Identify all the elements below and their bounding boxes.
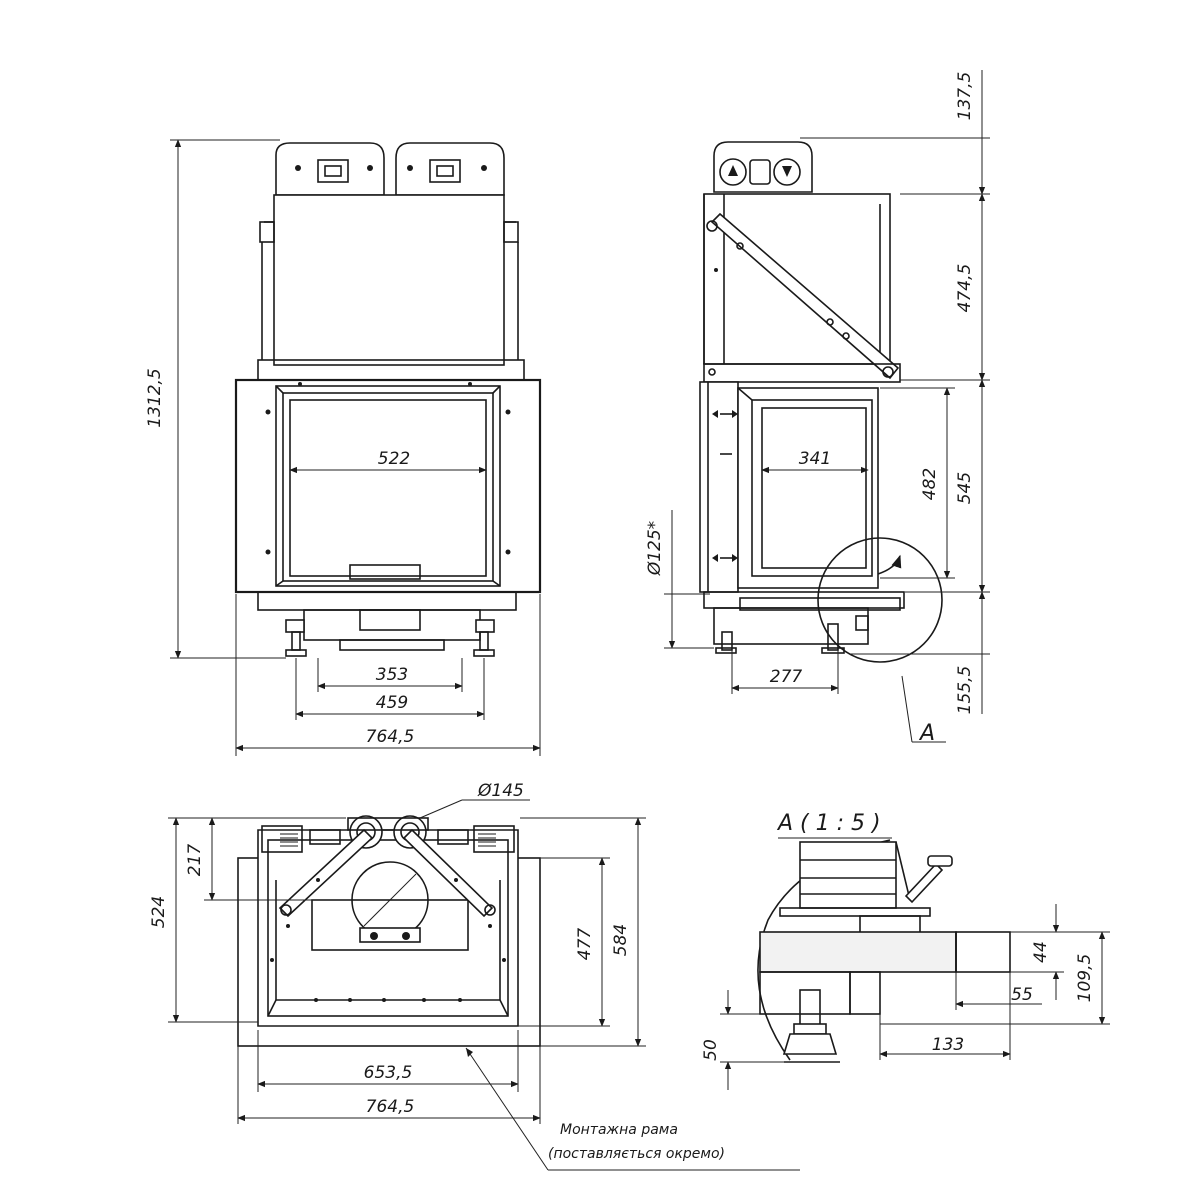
note-line2: (поставляється окремо) [548,1146,725,1162]
dim-50: 50 [701,1039,721,1061]
dim-522: 522 [378,449,410,469]
front-view: 522 1312,5 353 459 764,5 [145,139,542,756]
dim-477: 477 [575,928,595,961]
dim-653: 653,5 [364,1063,413,1083]
dim-109: 109,5 [1075,954,1095,1003]
dim-474: 474,5 [955,264,975,313]
detail-title: A ( 1 : 5 ) [776,811,881,836]
note-line1: Монтажна рама [560,1122,678,1138]
dim-155: 155,5 [955,666,975,715]
dim-584: 584 [611,924,631,956]
detail-a: A ( 1 : 5 ) 44 [701,811,1110,1090]
dim-459: 459 [376,693,408,713]
detail-a-circle [817,537,943,663]
front-top-handles [275,142,505,196]
dim-341: 341 [799,449,831,469]
side-brace [710,212,900,380]
dim-133: 133 [932,1035,964,1055]
dim-137: 137,5 [955,72,975,121]
dim-d125: Ø125* [645,521,665,576]
dim-1312: 1312,5 [145,368,165,427]
dim-353: 353 [376,665,408,685]
dim-44: 44 [1031,941,1051,963]
side-view: A 341 137,5 474,5 482 545 155,5 Ø125* [645,70,990,746]
dim-545: 545 [955,472,975,504]
top-view: Ø145 217 524 477 584 653,5 764,5 [149,781,800,1171]
dim-524: 524 [149,896,169,928]
dim-764-top: 764,5 [366,1097,415,1117]
detail-ref-label: A [918,721,935,746]
dim-55: 55 [1011,985,1033,1005]
side-door [737,387,879,589]
dim-277: 277 [770,667,803,687]
dim-d145: Ø145 [477,781,524,801]
dim-217: 217 [185,844,205,877]
dim-482: 482 [920,468,940,500]
detail-bar [759,931,957,973]
front-upper-body [273,194,505,366]
side-top-handle [713,141,813,193]
front-frame [234,378,542,594]
dim-764-front: 764,5 [366,727,415,747]
